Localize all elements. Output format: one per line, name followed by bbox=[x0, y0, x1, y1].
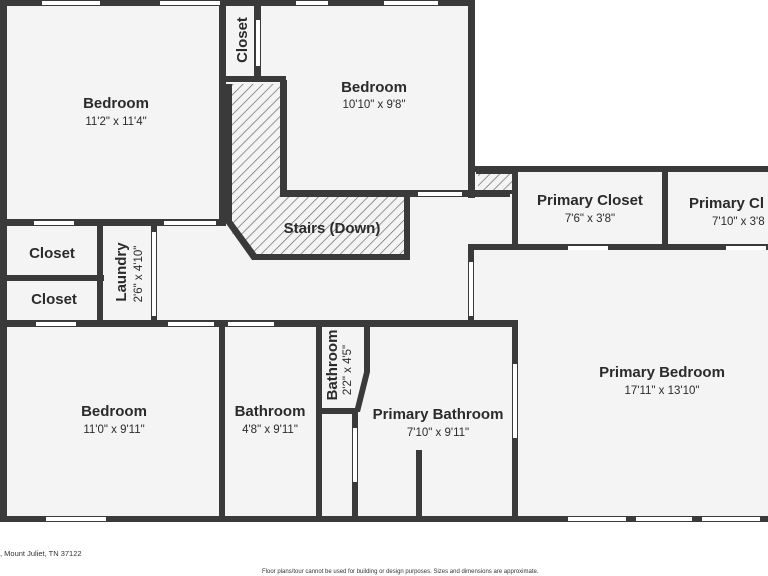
dim-primary-closet-2: 7'10" x 3'8 bbox=[712, 216, 765, 228]
dim-bedroom-sw: 11'0" x 9'11" bbox=[83, 424, 144, 436]
dim-primary-closet: 7'6" x 3'8" bbox=[565, 213, 615, 225]
stairs-hatch bbox=[229, 84, 408, 256]
angled-door bbox=[354, 372, 370, 412]
dim-primary-bathroom: 7'10" x 9'11" bbox=[407, 427, 469, 439]
label-bedroom-n: Bedroom bbox=[341, 79, 407, 96]
dim-laundry: 2'6" x 4'10" bbox=[133, 246, 145, 303]
dim-bathroom: 4'8" x 9'11" bbox=[242, 424, 298, 436]
footer-address: , Mount Juliet, TN 37122 bbox=[0, 549, 82, 558]
label-stairs: Stairs (Down) bbox=[284, 220, 381, 237]
label-closet-2: Closet bbox=[31, 291, 77, 308]
label-primary-closet: Primary Closet bbox=[537, 192, 643, 209]
dim-bedroom-nw: 11'2" x 11'4" bbox=[85, 116, 146, 128]
dim-bedroom-n: 10'10" x 9'8" bbox=[342, 99, 405, 111]
stairs-small-hatch bbox=[478, 172, 512, 192]
footer-disclaimer: Floor plans/tour cannot be used for buil… bbox=[262, 569, 539, 575]
label-laundry: Laundry bbox=[113, 242, 130, 302]
room-labels: Bedroom 11'2" x 11'4" Closet Bedroom 10'… bbox=[29, 17, 765, 439]
dim-primary-bedroom: 17'11" x 13'10" bbox=[624, 385, 699, 397]
label-bathroom-small: Bathroom bbox=[324, 330, 341, 401]
label-closet-top: Closet bbox=[234, 17, 251, 63]
label-primary-bedroom: Primary Bedroom bbox=[599, 364, 725, 381]
label-bedroom-nw: Bedroom bbox=[83, 95, 149, 112]
label-closet-1: Closet bbox=[29, 245, 75, 262]
openings bbox=[34, 1, 766, 521]
label-primary-closet-2: Primary Cl bbox=[689, 195, 764, 212]
dim-bathroom-small: 2'2" x 4'5" bbox=[342, 345, 354, 395]
label-bathroom: Bathroom bbox=[235, 403, 306, 420]
label-bedroom-sw: Bedroom bbox=[81, 403, 147, 420]
label-primary-bathroom: Primary Bathroom bbox=[373, 406, 504, 423]
